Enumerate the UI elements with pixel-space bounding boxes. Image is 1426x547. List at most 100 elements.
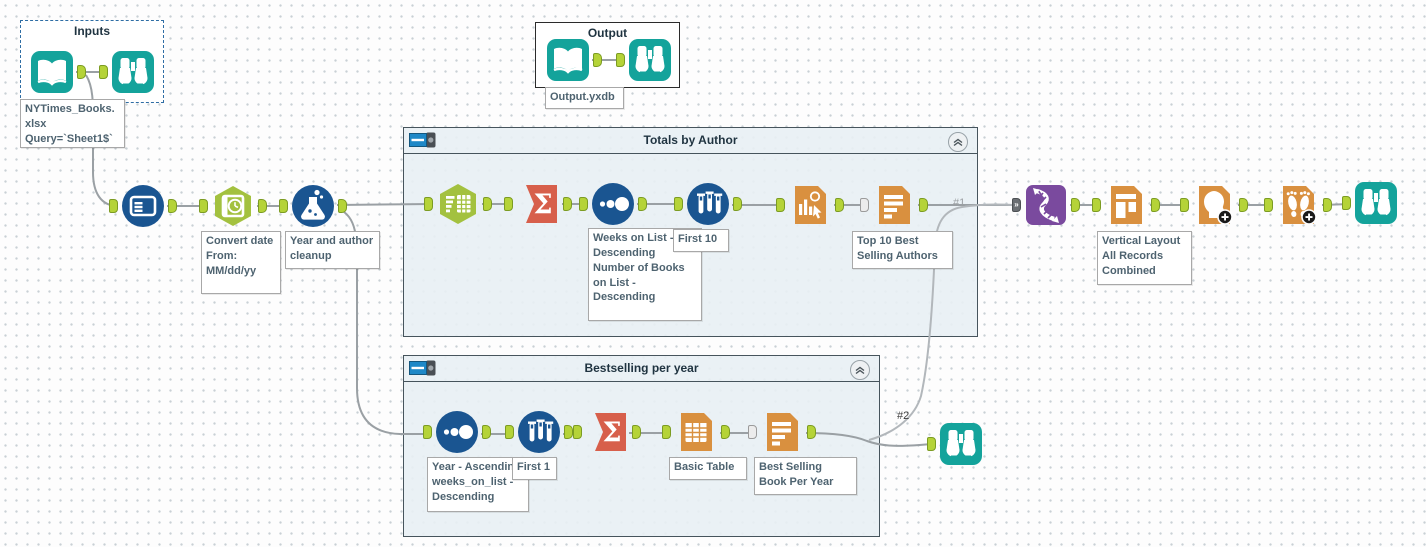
input-anchor[interactable] bbox=[662, 425, 671, 439]
input-anchor[interactable] bbox=[99, 65, 108, 79]
input-anchor[interactable] bbox=[505, 425, 514, 439]
annotation[interactable]: Output.yxdb bbox=[545, 87, 624, 109]
sigma-icon: Σ bbox=[595, 413, 626, 451]
chart-with-cursor-icon bbox=[795, 186, 826, 224]
browse-tool[interactable] bbox=[99, 50, 155, 94]
summarize-tool[interactable]: Σ bbox=[573, 410, 641, 454]
book-icon bbox=[31, 51, 73, 93]
list-to-grid-icon bbox=[440, 184, 476, 224]
input-data-tool[interactable] bbox=[546, 38, 602, 82]
test-tubes-icon bbox=[518, 411, 560, 453]
input-anchor[interactable] bbox=[927, 437, 936, 451]
test-tubes-icon bbox=[687, 183, 729, 225]
wire-label-1: #1 bbox=[953, 197, 966, 209]
input-anchor[interactable] bbox=[199, 199, 208, 213]
interactive-chart-tool[interactable] bbox=[776, 183, 844, 227]
layout-tool[interactable] bbox=[1092, 183, 1160, 227]
sort-tool[interactable] bbox=[423, 410, 491, 454]
annotation[interactable]: Vertical Layout All Records Combined bbox=[1097, 231, 1192, 285]
input-anchor[interactable] bbox=[573, 425, 582, 439]
chevrons-up-icon bbox=[953, 138, 963, 146]
input-anchor[interactable] bbox=[279, 199, 288, 213]
three-dots-icon bbox=[592, 183, 634, 225]
container-header[interactable]: Bestselling per year bbox=[404, 356, 879, 382]
window-table-icon bbox=[122, 185, 164, 227]
annotation[interactable]: Top 10 Best Selling Authors bbox=[852, 231, 953, 269]
report-text-tool[interactable] bbox=[860, 183, 928, 227]
report-footer-tool[interactable] bbox=[1264, 183, 1332, 227]
output-anchor[interactable] bbox=[1071, 198, 1080, 212]
collapse-button[interactable] bbox=[850, 360, 870, 380]
browse-tool[interactable] bbox=[1342, 181, 1398, 225]
input-anchor[interactable] bbox=[748, 425, 757, 439]
select-tool[interactable] bbox=[109, 184, 177, 228]
collapse-button[interactable] bbox=[948, 132, 968, 152]
union-tool[interactable]: » bbox=[1012, 183, 1080, 227]
output-anchor[interactable] bbox=[593, 53, 602, 67]
output-anchor[interactable] bbox=[168, 199, 177, 213]
summarize-tool[interactable]: Σ bbox=[504, 182, 572, 226]
container-header[interactable]: Totals by Author bbox=[404, 128, 977, 154]
input-anchor[interactable] bbox=[504, 197, 513, 211]
input-anchor[interactable] bbox=[424, 197, 433, 211]
output-anchor[interactable] bbox=[835, 198, 844, 212]
output-anchor[interactable] bbox=[258, 199, 267, 213]
annotation[interactable]: Convert date From: MM/dd/yy bbox=[201, 231, 281, 294]
report-text-tool[interactable] bbox=[748, 410, 816, 454]
output-anchor[interactable] bbox=[919, 198, 928, 212]
annotation[interactable]: First 10 bbox=[673, 229, 729, 252]
sample-tool[interactable] bbox=[674, 182, 742, 226]
input-anchor[interactable] bbox=[423, 425, 432, 439]
container-title: Inputs bbox=[74, 24, 110, 38]
annotation[interactable]: First 1 bbox=[512, 457, 557, 480]
sigma-icon: Σ bbox=[526, 185, 557, 223]
output-anchor[interactable] bbox=[338, 199, 347, 213]
browse-tool[interactable] bbox=[616, 38, 672, 82]
datetime-tool[interactable] bbox=[199, 184, 267, 228]
input-anchor[interactable] bbox=[109, 199, 118, 213]
output-anchor[interactable] bbox=[482, 425, 491, 439]
annotation[interactable]: Best Selling Book Per Year bbox=[754, 457, 857, 495]
output-anchor[interactable] bbox=[1323, 198, 1332, 212]
output-anchor[interactable] bbox=[1151, 198, 1160, 212]
output-anchor[interactable] bbox=[638, 197, 647, 211]
sort-tool[interactable] bbox=[579, 182, 647, 226]
browse-tool[interactable] bbox=[927, 422, 983, 466]
input-anchor[interactable] bbox=[860, 198, 869, 212]
output-anchor[interactable] bbox=[483, 197, 492, 211]
table-tool[interactable] bbox=[662, 410, 730, 454]
output-anchor[interactable] bbox=[77, 65, 86, 79]
layout-blocks-icon bbox=[1111, 186, 1142, 224]
binoculars-icon bbox=[112, 51, 154, 93]
output-anchor[interactable] bbox=[807, 425, 816, 439]
input-anchor[interactable] bbox=[674, 197, 683, 211]
output-anchor[interactable] bbox=[1239, 198, 1248, 212]
input-anchor[interactable] bbox=[1264, 198, 1273, 212]
three-dots-icon bbox=[436, 411, 478, 453]
input-anchor[interactable] bbox=[776, 198, 785, 212]
container-title: Totals by Author bbox=[643, 133, 738, 147]
binoculars-icon bbox=[1355, 182, 1397, 224]
book-icon bbox=[547, 39, 589, 81]
output-anchor[interactable] bbox=[563, 197, 572, 211]
output-anchor[interactable] bbox=[733, 197, 742, 211]
input-anchor[interactable] bbox=[1180, 198, 1189, 212]
input-anchor[interactable] bbox=[1342, 196, 1351, 210]
zipper-icon bbox=[1026, 185, 1066, 225]
sample-tool[interactable] bbox=[505, 410, 573, 454]
output-anchor[interactable] bbox=[721, 425, 730, 439]
calendar-clock-icon bbox=[215, 186, 251, 226]
input-anchor[interactable] bbox=[1092, 198, 1101, 212]
output-anchor[interactable] bbox=[632, 425, 641, 439]
annotation[interactable]: Basic Table bbox=[669, 457, 747, 480]
annotation[interactable]: Year and author cleanup bbox=[285, 231, 380, 269]
input-anchor[interactable] bbox=[616, 53, 625, 67]
input-data-tool[interactable] bbox=[30, 50, 86, 94]
output-anchor[interactable] bbox=[564, 425, 573, 439]
multi-input-anchor[interactable]: » bbox=[1012, 198, 1021, 212]
report-header-tool[interactable] bbox=[1180, 183, 1248, 227]
crosstab-tool[interactable] bbox=[424, 182, 492, 226]
formula-tool[interactable] bbox=[279, 184, 347, 228]
input-anchor[interactable] bbox=[579, 197, 588, 211]
annotation[interactable]: NYTimes_Books.xlsx Query=`Sheet1$` bbox=[20, 99, 125, 148]
